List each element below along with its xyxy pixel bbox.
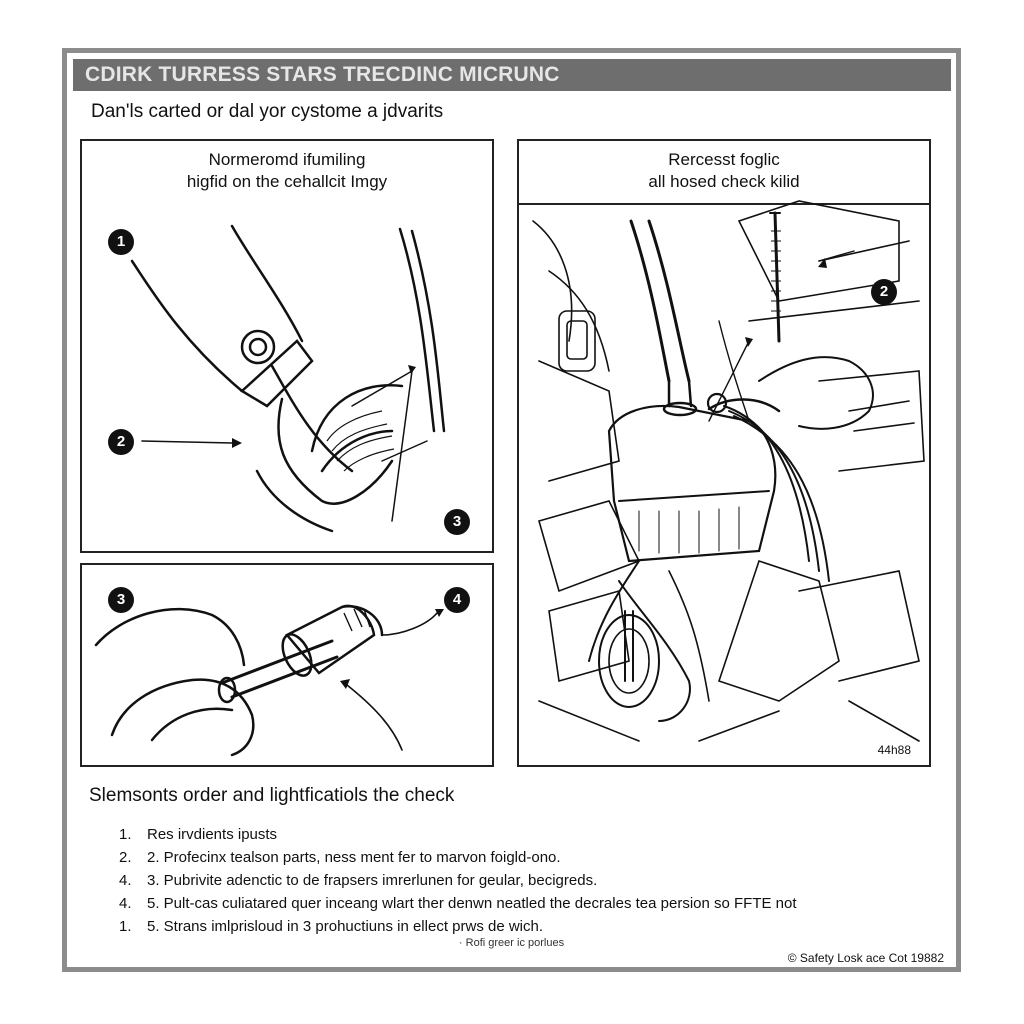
page-title: CDIRK TURRESS STARS TRECDINC MICRUNC [73, 59, 951, 91]
footnote: · Rofi greer ic porlues [458, 937, 565, 949]
hose-clamp-illustration [130, 224, 446, 533]
panel-right: Rercesst foglic all hosed check kilid [517, 139, 931, 767]
step-text: 5. Strans imlprisloud in 3 prohuctiuns i… [147, 918, 544, 935]
step-number: 1. [119, 826, 132, 843]
step-number: 2. [119, 849, 132, 866]
step-number: 1. [119, 918, 132, 935]
step-text: 5. Pult-cas culiatared quer inceang wlar… [147, 895, 797, 912]
steps-list: 1. Res irvdients ipusts 2. 2. Profecinx te… [119, 823, 797, 938]
panel-top-left: Normeromd ifumiling higfid on the cehall… [80, 139, 494, 553]
panel-bottom-left: 3 4 [80, 563, 494, 767]
panel-right-caption-2: all hosed check kilid [648, 172, 800, 191]
list-item: 1. Res irvdients ipusts [119, 823, 797, 846]
copyright-notice: © Safety Losk ace Cot 19882 [787, 951, 944, 965]
step-text: 2. Profecinx tealson parts, ness ment fe… [147, 849, 561, 866]
engine-bay-illustration [532, 200, 925, 742]
step-number: 4. [119, 872, 132, 889]
panel-right-caption-box: Rercesst foglic all hosed check kilid [519, 141, 929, 205]
callout-badge-1: 1 [108, 229, 134, 255]
callout-badge-4: 4 [444, 587, 470, 613]
instruction-sheet: CDIRK TURRESS STARS TRECDINC MICRUNC Dan… [62, 48, 961, 972]
panel-right-caption-1: Rercesst foglic [668, 150, 780, 169]
page-subtitle: Dan'ls carted or dal yor cystome a jdvar… [91, 101, 444, 122]
list-item: 1. 5. Strans imlprisloud in 3 prohuctiuns… [119, 915, 797, 938]
list-item: 2. 2. Profecinx tealson parts, ness ment … [119, 846, 797, 869]
step-text: 3. Pubrivite adenctic to de frapsers imr… [147, 872, 598, 889]
figure-number: 44h88 [877, 743, 911, 757]
panel-top-left-caption-2: higfid on the cehallcit Imgy [186, 172, 388, 191]
callout-badge-3: 3 [444, 509, 470, 535]
hose-fitting-illustration [94, 604, 444, 757]
callout-badge-2: 2 [108, 429, 134, 455]
step-text: Res irvdients ipusts [147, 826, 278, 843]
steps-title: Slemsonts order and lightficatiols the c… [89, 785, 455, 806]
list-item: 4. 3. Pubrivite adenctic to de frapsers i… [119, 869, 797, 892]
list-item: 4. 5. Pult-cas culiatared quer inceang wl… [119, 892, 797, 915]
callout-badge-3b: 3 [108, 587, 134, 613]
panel-top-left-caption-1: Normeromd ifumiling [208, 150, 366, 169]
callout-badge-2b: 2 [871, 279, 897, 305]
step-number: 4. [119, 895, 132, 912]
